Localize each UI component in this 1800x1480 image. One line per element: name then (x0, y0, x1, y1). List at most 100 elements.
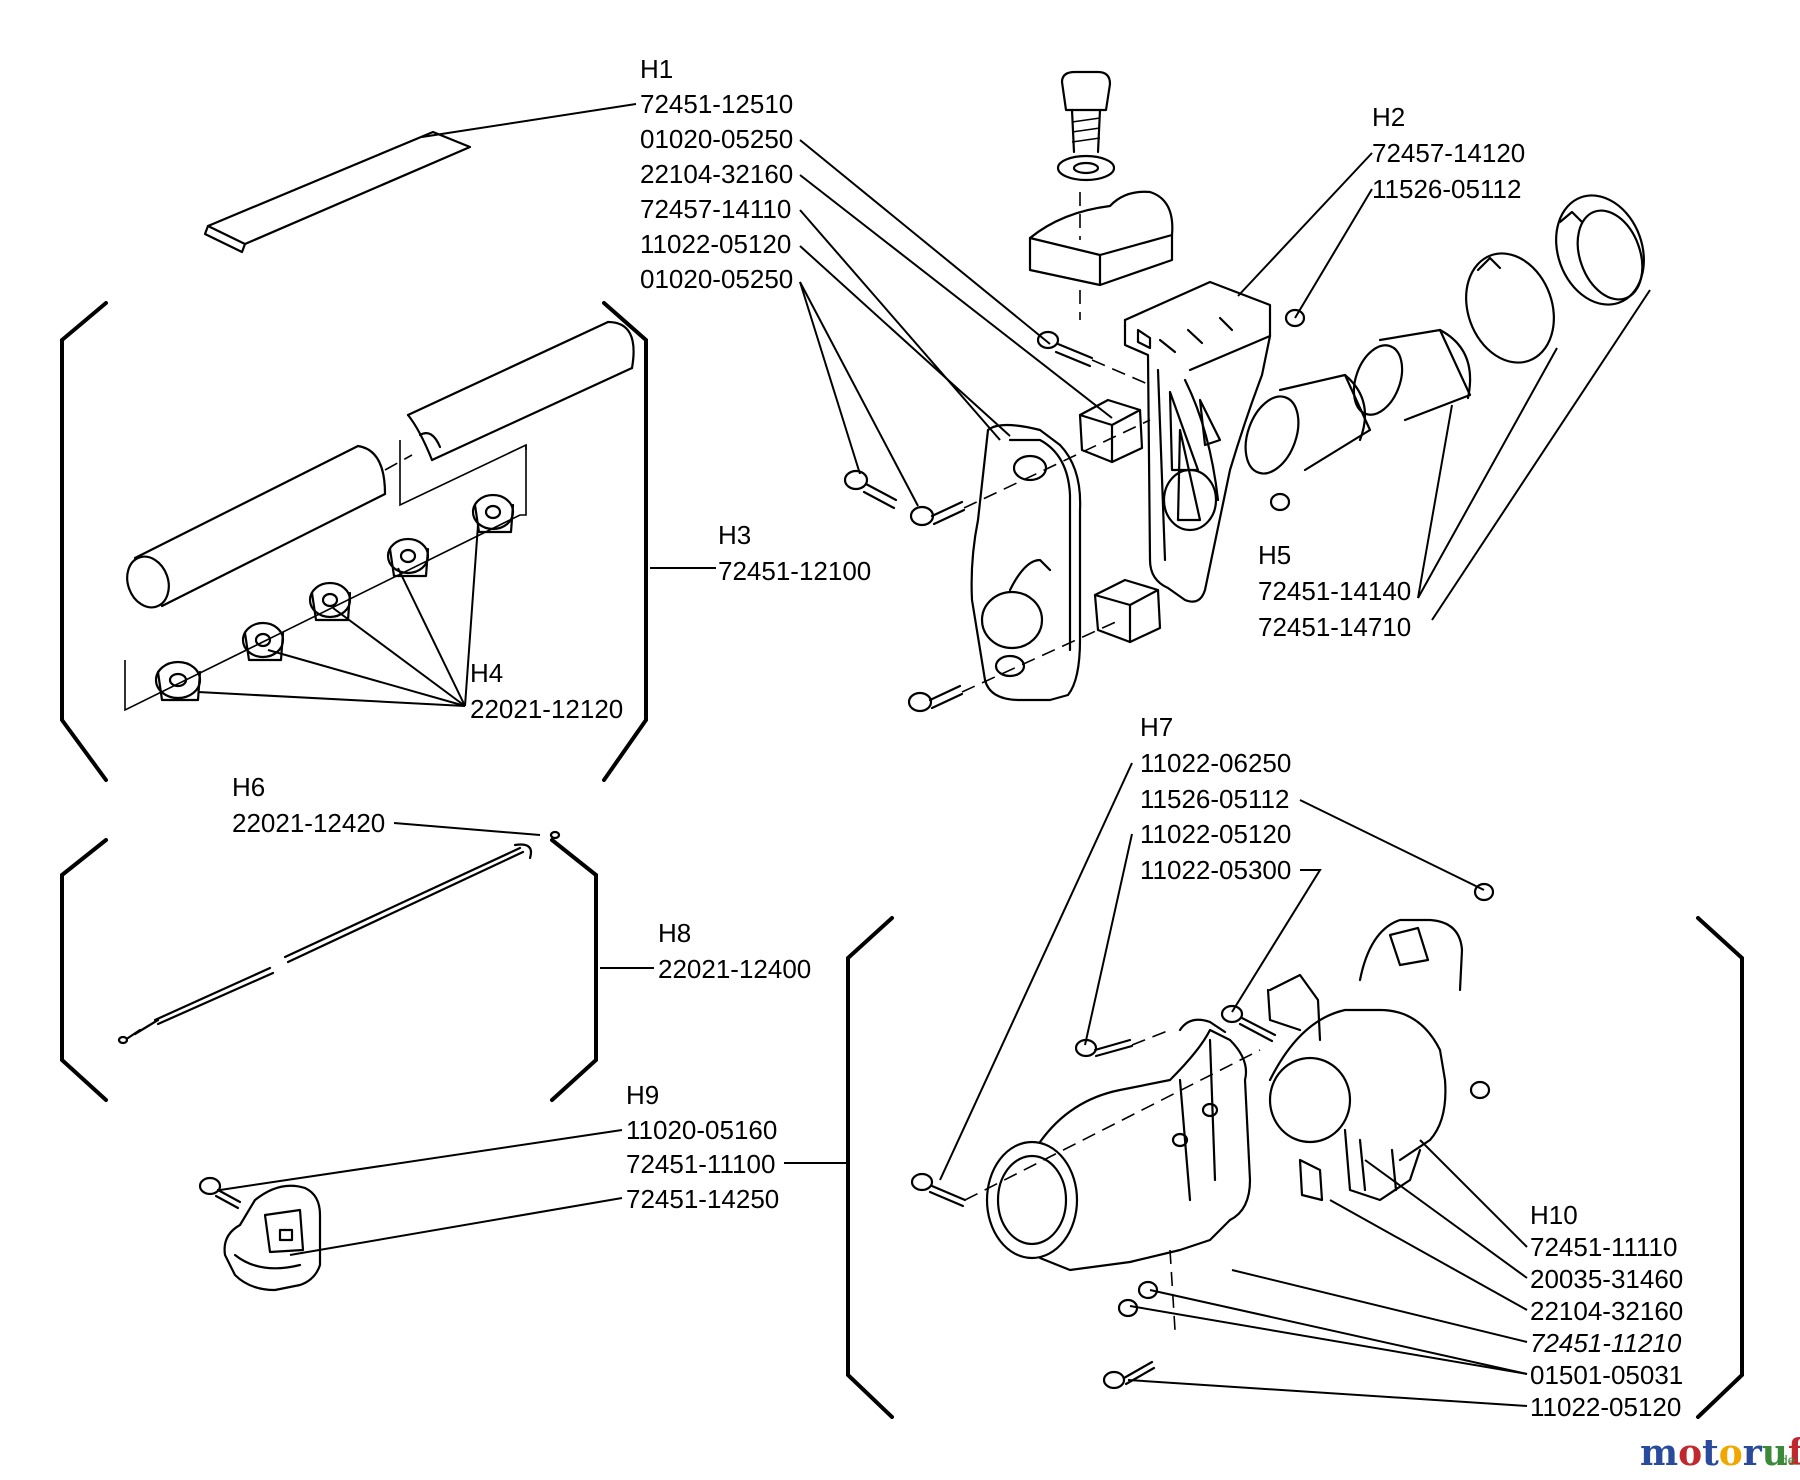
part-number: 11022-05120 (1530, 1392, 1681, 1422)
group-id-h7: H7 (1140, 712, 1173, 742)
part-gear-case-screws (910, 882, 1495, 1390)
part-number: 01020-05250 (640, 264, 793, 294)
part-number: 22104-32160 (1530, 1296, 1683, 1326)
leader-lines (197, 103, 1651, 1407)
collar-nut-2 (241, 621, 285, 662)
watermark-letter: r (1743, 1432, 1763, 1474)
label-group-h5: H5 72451-14140 72451-14710 (1258, 540, 1411, 642)
part-number: 22021-12120 (470, 694, 623, 724)
watermark-letter: m (1640, 1432, 1678, 1474)
part-number: 72451-12510 (640, 89, 793, 119)
part-number: 72451-11100 (626, 1149, 775, 1179)
group-id-h10: H10 (1530, 1200, 1578, 1230)
screw-h7-d (1473, 882, 1495, 902)
part-clamp-bracket (1123, 280, 1272, 603)
part-number: 11022-05300 (1140, 855, 1291, 885)
part-number: 72451-12100 (718, 556, 871, 586)
part-number: 11022-05120 (1140, 819, 1291, 849)
part-hose-clamp-1 (1465, 252, 1555, 364)
part-number: 11022-05120 (640, 229, 791, 259)
screw-h7-c (910, 1172, 967, 1208)
part-number: 22021-12420 (232, 808, 385, 838)
part-handle-tube-upper (406, 320, 635, 462)
part-number: 72451-14140 (1258, 576, 1411, 606)
watermark-letter: f (1788, 1432, 1800, 1474)
group-id-h9: H9 (626, 1080, 659, 1110)
bracket-h3-left (60, 301, 108, 782)
part-bolts-h1 (843, 330, 1151, 713)
part-number: 72451-14710 (1258, 612, 1411, 642)
part-tape-strip (203, 130, 472, 254)
group-id-h2: H2 (1372, 102, 1405, 132)
part-throttle-cable (117, 830, 561, 1045)
group-id-h1: H1 (640, 54, 673, 84)
label-group-h2: H2 72457-14120 11526-05112 (1372, 102, 1525, 204)
label-group-h9: H9 11020-05160 72451-11100 72451-14250 (626, 1080, 779, 1214)
part-mount-tube-1 (1244, 373, 1372, 475)
part-collar-nuts (154, 493, 515, 702)
watermark-letter: o (1719, 1432, 1743, 1474)
label-group-h10: H10 72451-11110 20035-31460 22104-32160 … (1530, 1200, 1683, 1422)
part-small-screw-h2 (1284, 308, 1306, 328)
part-number: 20035-31460 (1530, 1264, 1683, 1294)
group-id-h3: H3 (718, 520, 751, 550)
collar-nut-4 (386, 537, 430, 578)
screw-h10-b (1137, 1280, 1159, 1300)
watermark-logo: motoruf .de (1640, 1432, 1800, 1474)
watermark-text: motoruf (1640, 1432, 1800, 1474)
part-clamp-block (1028, 190, 1174, 320)
watermark-suffix: .de (1776, 1452, 1796, 1468)
group-brackets (60, 301, 1744, 1419)
watermark-letter: o (1678, 1432, 1702, 1474)
part-number: 11526-05112 (1372, 174, 1521, 204)
group-id-h8: H8 (658, 918, 691, 948)
bolt-h1-d (907, 684, 964, 713)
part-number: 72457-14120 (1372, 138, 1525, 168)
part-number: 22021-12400 (658, 954, 811, 984)
part-top-bolt (1056, 70, 1116, 182)
part-small-screw-h5 (1269, 492, 1291, 512)
part-number: 72451-11210 (1530, 1328, 1682, 1358)
spacer-upper (1078, 398, 1144, 464)
part-side-plate (970, 423, 1082, 702)
part-handle-frame (124, 440, 527, 712)
part-hose-clamp-2 (1555, 194, 1645, 306)
screw-h7-a (1074, 1038, 1134, 1058)
bolt-h1-a (1036, 330, 1094, 368)
bolt-h1-c (909, 500, 966, 527)
label-group-h1: H1 72451-12510 01020-05250 22104-32160 7… (640, 54, 793, 294)
part-number: 22104-32160 (640, 159, 793, 189)
screw-h10-a (1117, 1298, 1139, 1318)
bracket-h10-left (846, 916, 894, 1419)
label-group-h6: H6 22021-12420 (232, 772, 385, 838)
spacer-lower (1093, 578, 1162, 644)
collar-nut-1 (154, 660, 202, 702)
screw-h7-b (1220, 1004, 1277, 1043)
part-number: 72451-11110 (1530, 1232, 1677, 1262)
watermark-letter: t (1702, 1432, 1719, 1474)
part-number: 11022-06250 (1140, 748, 1291, 778)
label-group-h3: H3 72451-12100 (718, 520, 871, 586)
label-group-h4: H4 22021-12120 (470, 658, 623, 724)
bracket-h3-right (602, 301, 648, 782)
part-mount-tube-2 (1352, 328, 1472, 422)
watermark-letter: u (1762, 1432, 1788, 1474)
group-id-h4: H4 (470, 658, 503, 688)
part-number: 01501-05031 (1530, 1360, 1683, 1390)
label-group-h8: H8 22021-12400 (658, 918, 811, 984)
part-number: 72457-14110 (640, 194, 791, 224)
part-number: 11526-05112 (1140, 784, 1289, 814)
part-number: 01020-05250 (640, 124, 793, 154)
part-cable-clamp (198, 1176, 322, 1292)
part-rubber-spacers (1078, 398, 1162, 644)
bracket-h8-left (60, 838, 108, 1102)
collar-nut-3 (308, 581, 352, 622)
screw-h10-c (1102, 1360, 1156, 1390)
bolt-h1-b (843, 469, 898, 510)
part-number: 72451-14250 (626, 1184, 779, 1214)
label-group-h7: H7 11022-06250 11526-05112 11022-05120 1… (1140, 712, 1291, 885)
part-number: 11020-05160 (626, 1115, 777, 1145)
bracket-h8-right (550, 838, 598, 1102)
collar-nut-5 (471, 493, 515, 534)
